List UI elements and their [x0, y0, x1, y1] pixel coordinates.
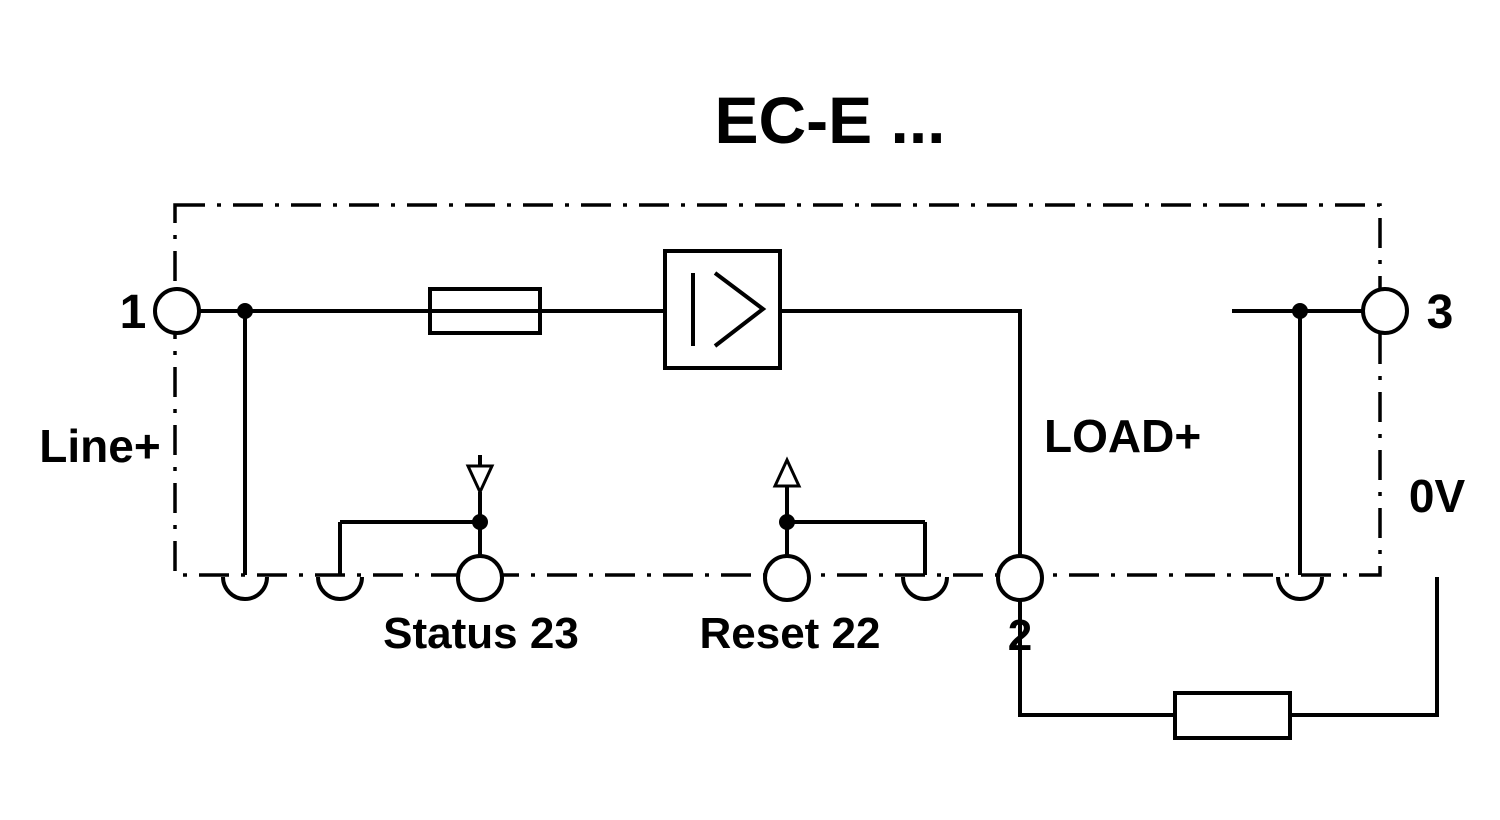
- labels: 1 3 Line+ LOAD+ 0V Status 23 Reset 22 2: [39, 286, 1465, 660]
- electronic-switch-symbol: [663, 249, 782, 370]
- load-plus-label: LOAD+: [1044, 410, 1201, 462]
- junction-dot-line-plus: [237, 303, 253, 319]
- zero-v-label: 0V: [1409, 470, 1466, 522]
- wire-switch-to-terminal-2: [780, 309, 1022, 556]
- socket-arc-status: [316, 576, 364, 601]
- terminal-1-label: 1: [120, 286, 147, 339]
- terminal-circles: [153, 287, 1409, 602]
- line-plus-label: Line+: [39, 420, 160, 472]
- device-boundary: [173, 203, 1382, 577]
- fuse-symbol: [428, 287, 542, 335]
- reset-terminal-label: Reset 22: [699, 609, 880, 658]
- status-terminal-label: Status 23: [383, 609, 579, 658]
- terminal-2-circle: [996, 554, 1044, 602]
- terminal-status-circle: [456, 554, 504, 602]
- socket-arc-zero-v: [1276, 576, 1324, 601]
- terminal-reset-circle: [763, 554, 811, 602]
- junction-dot-zero-v: [1292, 303, 1308, 319]
- socket-arc-reset: [901, 576, 949, 601]
- electronic-switch-chevron-icon: [713, 271, 767, 348]
- reset-arrowhead: [772, 456, 802, 488]
- reset-arrow-up-icon: [772, 456, 802, 522]
- status-arrow-down-icon: [465, 455, 495, 522]
- status-arrowhead: [465, 464, 495, 496]
- socket-arcs: [221, 576, 1324, 601]
- wire-load-left: [1018, 600, 1175, 717]
- terminal-1-circle: [153, 287, 201, 335]
- terminal-2-label: 2: [1008, 611, 1032, 660]
- terminal-3-circle: [1361, 287, 1409, 335]
- socket-arc-line-plus: [221, 576, 269, 601]
- diagram-title: EC-E ...: [714, 83, 945, 157]
- wire-load-right: [1290, 577, 1439, 717]
- load-resistor-symbol: [1173, 691, 1292, 740]
- terminal-3-label: 3: [1427, 286, 1454, 339]
